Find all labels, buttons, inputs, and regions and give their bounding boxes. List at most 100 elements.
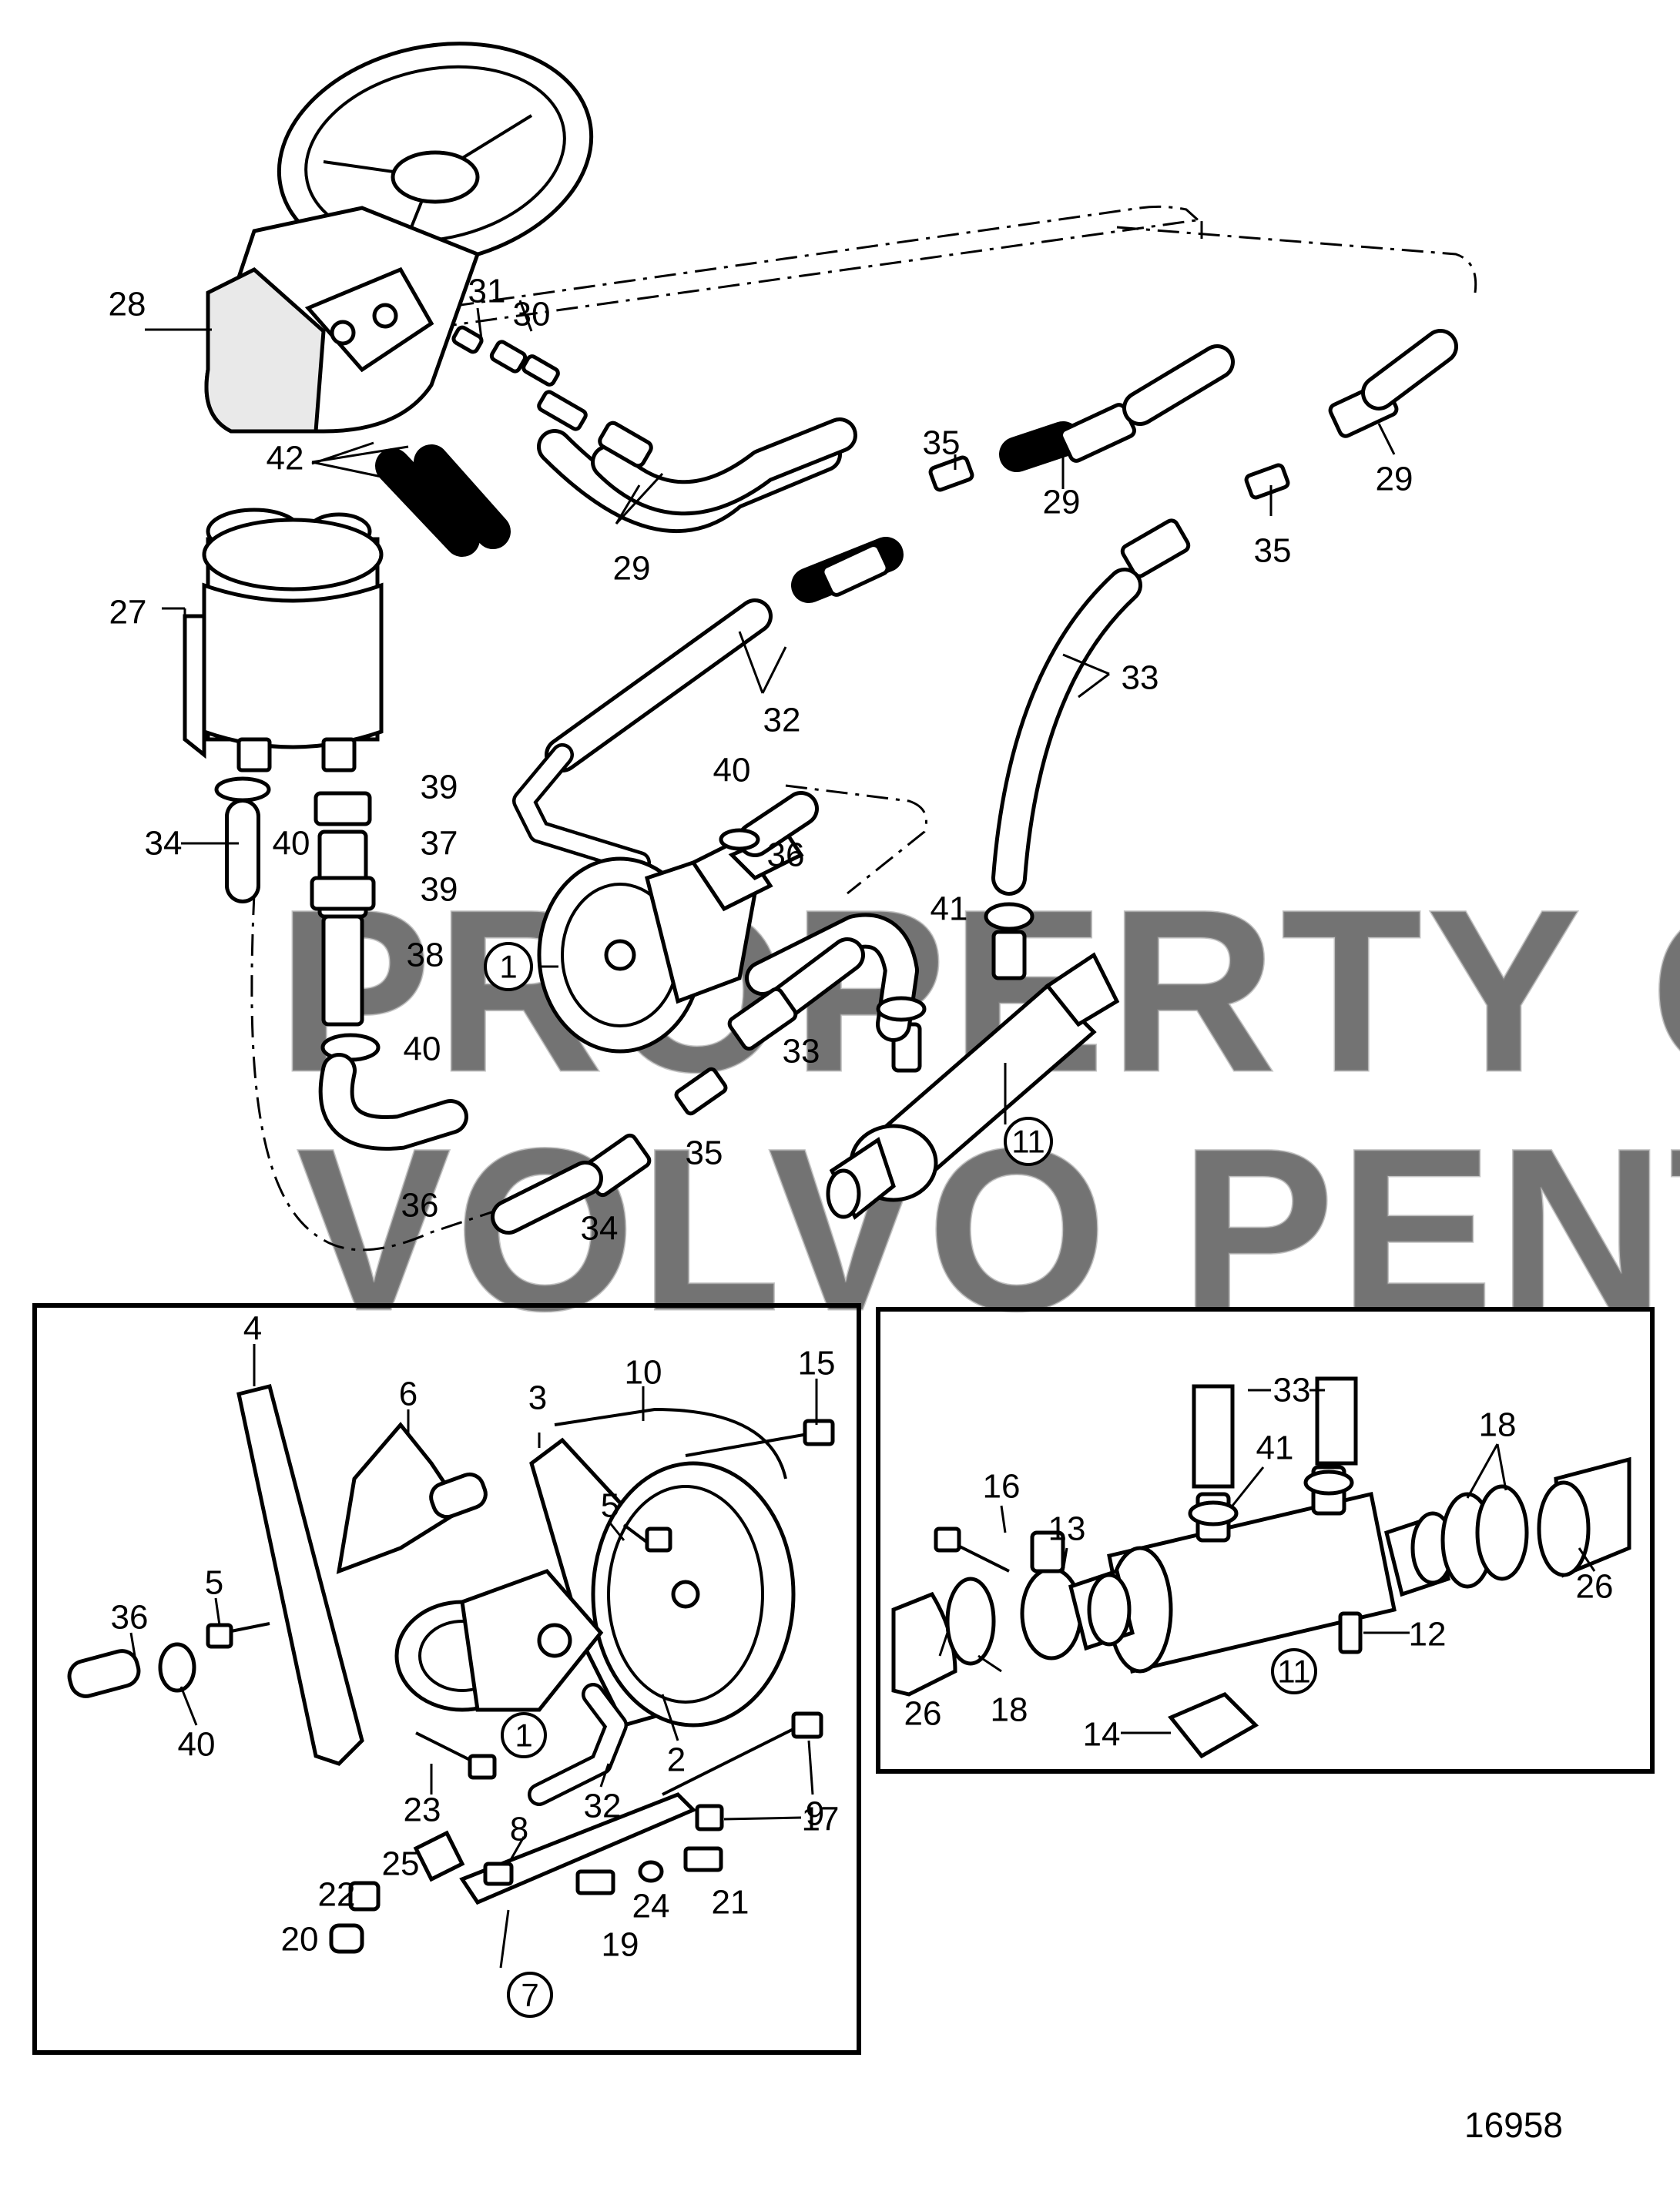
bolt-5-a (206, 1623, 233, 1649)
clamp-18-left (945, 1577, 996, 1666)
inset-callout-10: 10 (625, 1354, 662, 1392)
callout-35-a: 35 (923, 424, 961, 462)
callout-39-a: 39 (421, 769, 458, 806)
inset-callout-24: 24 (632, 1888, 670, 1925)
main-callouts: 28 31 30 42 29 35 29 35 29 32 33 27 39 4… (109, 273, 1413, 1248)
inset-callout-9: 9 (806, 1795, 824, 1833)
callout-35-b: 35 (1254, 532, 1292, 570)
inset-callout-22: 22 (318, 1876, 356, 1914)
inset-oil-cooler: 33 18 41 16 13 26 12 18 26 14 11 (876, 1307, 1655, 1774)
inset-clamp-40 (158, 1642, 196, 1693)
callout-40-c: 40 (713, 752, 751, 789)
callout-27: 27 (109, 594, 147, 632)
callout-32: 32 (763, 702, 801, 739)
callout-35-c: 35 (686, 1134, 723, 1172)
inset-callout-25: 25 (382, 1845, 420, 1883)
bolt-21 (683, 1846, 723, 1872)
inset-callout-18-a: 18 (1479, 1406, 1517, 1444)
bolt-8 (483, 1862, 514, 1886)
inset-callout-21: 21 (712, 1884, 749, 1922)
callout-11: 11 (1011, 1124, 1045, 1160)
callout-33-b: 33 (783, 1033, 820, 1071)
clamp-39-a (314, 791, 372, 826)
inset-callout-33: 33 (1273, 1372, 1311, 1409)
callout-41: 41 (931, 890, 968, 928)
callout-1-circled: 1 (484, 942, 533, 991)
fitting-35-b (1244, 463, 1290, 500)
inset-pump-callouts: 4 6 3 10 15 5 5 36 40 2 23 32 9 8 17 25 … (111, 1310, 839, 2018)
callout-39-b: 39 (421, 871, 458, 909)
hose-26-left (891, 1591, 957, 1697)
callout-29-c: 29 (1376, 461, 1413, 498)
inset-callout-1-circled: 1 (501, 1712, 547, 1758)
inset-callout-32: 32 (584, 1788, 622, 1825)
callout-37: 37 (421, 825, 458, 863)
routing-dashed-lines (250, 205, 1477, 1252)
callout-30: 30 (513, 296, 551, 333)
inset-callout-11: 11 (1277, 1654, 1311, 1690)
hose-36-upper (745, 913, 927, 1042)
clamp-13 (1020, 1567, 1083, 1660)
callout-38: 38 (407, 937, 444, 974)
callout-36-b: 36 (767, 836, 805, 874)
bolt-5-b (645, 1526, 672, 1553)
inset-callout-1: 1 (515, 1717, 532, 1754)
bolt-9 (791, 1711, 823, 1739)
callout-40-a: 40 (273, 825, 310, 863)
inset-pump-mounting: 4 6 3 10 15 5 5 36 40 2 23 32 9 8 17 25 … (32, 1303, 861, 2055)
clamp-39-b (310, 876, 376, 911)
inset-cooler-leaders (938, 1389, 1596, 1734)
inset-cooler-frame (876, 1307, 1655, 1774)
clamp-41-c (1188, 1500, 1239, 1526)
nut-17 (695, 1804, 724, 1831)
inset-hose-36 (67, 1649, 141, 1698)
washer-24 (638, 1860, 664, 1883)
hose-33 (984, 518, 1191, 931)
callout-36-a: 36 (401, 1187, 439, 1225)
main-assembly: 28 31 30 42 29 35 29 35 29 32 33 27 39 4… (109, 42, 1477, 1252)
inset-callout-11-circled: 11 (1271, 1648, 1317, 1694)
clamp-18-right-b (1475, 1484, 1529, 1581)
bolt-16 (934, 1526, 961, 1553)
hose-33-a (1192, 1384, 1235, 1489)
callout-11-circled: 11 (1004, 1117, 1053, 1166)
fitting-35-c (674, 1067, 728, 1116)
union-fitting (451, 325, 484, 354)
reservoir-hoses (214, 776, 468, 1151)
steering-helm (159, 42, 594, 434)
inset-callout-16: 16 (983, 1468, 1021, 1506)
inset-callout-8: 8 (510, 1811, 528, 1848)
inset-pump-frame (32, 1303, 861, 2055)
clamp-41-a (984, 902, 1034, 931)
reservoir-body (202, 582, 384, 749)
callout-42: 42 (267, 440, 304, 478)
tensioner-arm-7 (459, 1792, 697, 1905)
helm-hoses (311, 325, 857, 557)
part-22 (348, 1881, 381, 1912)
inset-callout-26-a: 26 (904, 1695, 942, 1733)
drain-12 (1338, 1611, 1363, 1654)
inset-callout-36: 36 (111, 1599, 149, 1637)
callout-34-b: 34 (581, 1210, 619, 1248)
power-steering-pump (537, 791, 819, 1054)
inset-callout-12: 12 (1409, 1616, 1447, 1654)
lower-hoses (491, 937, 865, 1235)
hose-32 (512, 537, 904, 874)
inset-callout-15: 15 (798, 1345, 836, 1382)
inset-callout-23: 23 (404, 1791, 441, 1829)
clamp-41-b (876, 996, 927, 1022)
bolt-15 (803, 1419, 835, 1446)
clamp-40-a (719, 828, 760, 851)
part-20 (329, 1923, 364, 1954)
inset-callout-3: 3 (528, 1379, 547, 1417)
oil-cooler (826, 930, 1120, 1220)
callout-28: 28 (109, 286, 146, 323)
bolt-23 (468, 1754, 497, 1780)
inset-callout-7-circled: 7 (507, 1972, 553, 2018)
inset-callout-6: 6 (399, 1376, 417, 1413)
inset-callout-14: 14 (1083, 1716, 1121, 1754)
bolt-19 (575, 1869, 615, 1895)
inset-callout-7: 7 (521, 1977, 538, 2013)
inset-callout-20: 20 (281, 1921, 319, 1959)
